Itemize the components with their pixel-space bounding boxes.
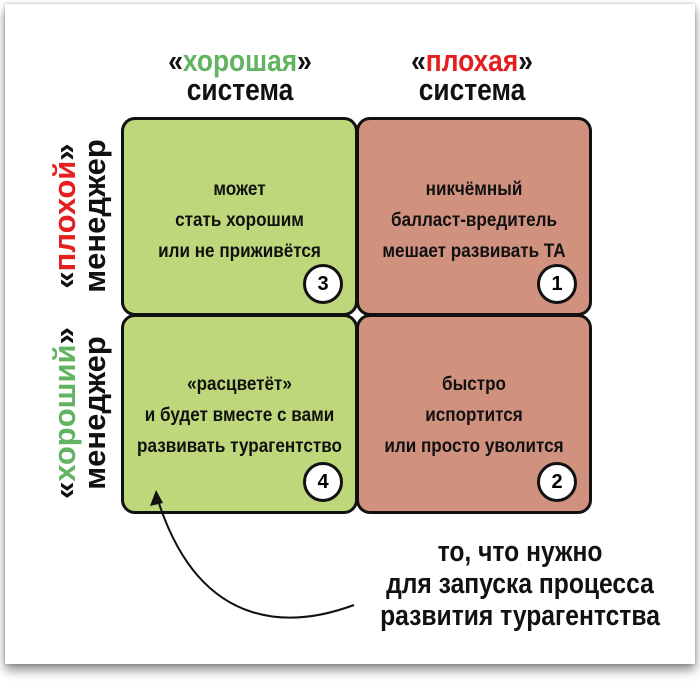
quadrant-number: 3 bbox=[303, 264, 343, 304]
column-header-good-system: «хорошая» система bbox=[168, 43, 312, 107]
quadrant-number: 4 bbox=[303, 462, 343, 502]
quadrant-number: 2 bbox=[537, 462, 577, 502]
quadrant-number: 1 bbox=[537, 264, 577, 304]
column-header-bad-system: «плохая» система bbox=[411, 43, 533, 107]
